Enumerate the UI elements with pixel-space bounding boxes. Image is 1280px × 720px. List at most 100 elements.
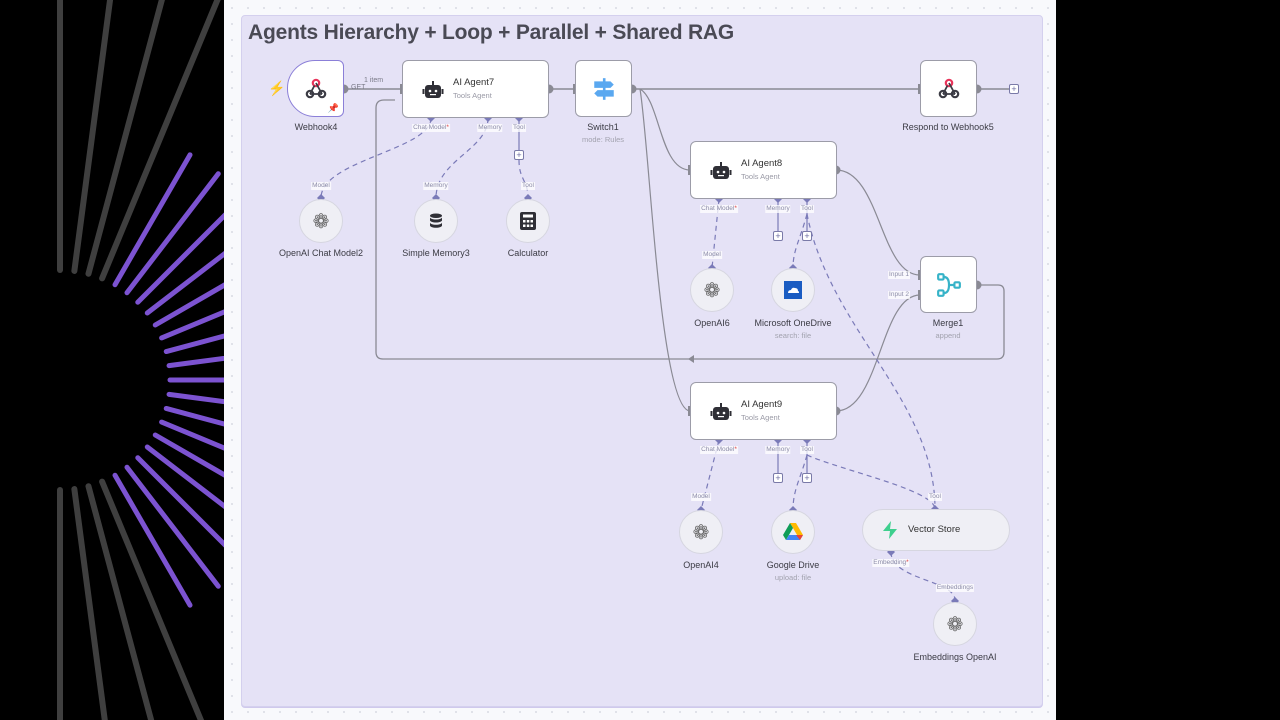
google-drive-node[interactable] (771, 510, 815, 554)
openai4-label: OpenAI4 (683, 560, 719, 570)
agent7-title: AI Agent7 (453, 77, 495, 88)
embeddings-openai-port: Embeddings (935, 584, 975, 592)
agent9-port-tool: Tool (800, 446, 814, 454)
google-drive-operation: upload: file (774, 573, 812, 582)
openai-chat-model2-port: Model (311, 182, 331, 190)
openai-chat-model2-label: OpenAI Chat Model2 (278, 248, 364, 258)
right-black-margin (1056, 0, 1280, 720)
openai-icon: ❁ (692, 521, 710, 544)
agent9-title: AI Agent9 (741, 399, 783, 410)
add-node-after-respond-button[interactable]: + (1009, 84, 1019, 94)
switch1-label: Switch1 (587, 122, 619, 132)
respond-to-webhook5-label: Respond to Webhook5 (902, 122, 994, 132)
calculator-icon (520, 212, 536, 230)
google-drive-label: Google Drive (766, 560, 820, 570)
agent9-port-chat-model: Chat Model* (700, 446, 738, 454)
ai-agent7-node[interactable]: AI Agent7 Tools Agent (402, 60, 549, 118)
google-drive-icon (783, 523, 803, 540)
openai6-port: Model (702, 251, 722, 259)
calculator-label: Calculator (507, 248, 549, 258)
merge1-mode: append (935, 331, 961, 340)
agent7-port-tool: Tool (512, 124, 526, 132)
burst-ray (159, 309, 224, 341)
respond-to-webhook5-node[interactable] (920, 60, 977, 117)
calculator-node[interactable] (506, 199, 550, 243)
onedrive-icon (784, 281, 802, 299)
robot-icon (710, 403, 732, 420)
openai6-node[interactable]: ❁ (690, 268, 734, 312)
burst-ray (144, 444, 224, 509)
merge1-node[interactable] (920, 256, 977, 313)
openai-icon: ❁ (946, 613, 964, 636)
ai-agent9-node[interactable]: AI Agent9 Tools Agent (690, 382, 837, 440)
switch1-node[interactable] (575, 60, 632, 117)
openai-chat-model2-node[interactable]: ❁ (299, 199, 343, 243)
agent7-add-tool-button[interactable]: + (514, 150, 524, 160)
merge-icon (937, 273, 961, 297)
burst-ray (71, 0, 114, 274)
workflow-title: Agents Hierarchy + Loop + Parallel + Sha… (248, 21, 735, 44)
database-icon (430, 213, 442, 228)
burst-ray (163, 333, 224, 355)
decorative-burst-background (0, 0, 224, 720)
burst-ray (124, 464, 221, 589)
burst-ray (71, 486, 108, 720)
robot-icon (422, 81, 444, 98)
burst-ray (144, 251, 224, 316)
burst-ray (135, 212, 224, 305)
vector-store-title: Vector Store (908, 524, 961, 535)
webhook-icon (938, 78, 960, 99)
burst-ray (159, 419, 224, 451)
burst-ray (99, 0, 221, 282)
merge1-label: Merge1 (932, 318, 964, 328)
microsoft-onedrive-node[interactable] (771, 268, 815, 312)
agent9-add-memory-button[interactable]: + (773, 473, 783, 483)
agent7-port-memory: Memory (477, 124, 503, 132)
burst-ray (163, 405, 224, 427)
simple-memory3-node[interactable] (414, 199, 458, 243)
burst-ray (112, 472, 193, 608)
microsoft-onedrive-operation: search: file (774, 331, 812, 340)
embeddings-openai-label: Embeddings OpenAI (913, 652, 997, 662)
burst-ray (124, 171, 221, 296)
agent8-subtitle: Tools Agent (741, 172, 780, 181)
burst-ray (135, 455, 224, 548)
burst-ray (166, 391, 224, 405)
agent9-port-memory: Memory (765, 446, 791, 454)
agent9-add-tool-button[interactable]: + (802, 473, 812, 483)
agent7-port-chat-model: Chat Model* (412, 124, 450, 132)
burst-ray (166, 355, 224, 369)
get-output-label: GET (351, 84, 366, 91)
merge1-input1-label: Input 1 (888, 271, 910, 279)
burst-ray (85, 0, 165, 277)
vector-store-node[interactable]: Vector Store (862, 509, 1010, 551)
agent8-port-memory: Memory (765, 205, 791, 213)
simple-memory3-port: Memory (423, 182, 449, 190)
simple-memory3-label: Simple Memory3 (402, 248, 470, 258)
openai4-node[interactable]: ❁ (679, 510, 723, 554)
webhook-icon (305, 78, 327, 99)
webhook4-label: Webhook4 (294, 122, 338, 132)
burst-ray (152, 282, 224, 328)
embeddings-openai-node[interactable]: ❁ (933, 602, 977, 646)
openai4-port: Model (691, 493, 711, 501)
agent8-add-memory-button[interactable]: + (773, 231, 783, 241)
vector-store-embedding-port: Embedding* (872, 559, 910, 567)
agent7-subtitle: Tools Agent (453, 91, 492, 100)
lightning-icon: ⚡ (268, 80, 286, 96)
burst-ray (85, 483, 155, 720)
sticky-note[interactable] (241, 15, 1043, 707)
openai6-label: OpenAI6 (694, 318, 730, 328)
supabase-icon (883, 521, 897, 539)
burst-ray (152, 432, 224, 478)
ai-agent8-node[interactable]: AI Agent8 Tools Agent (690, 141, 837, 199)
agent9-subtitle: Tools Agent (741, 413, 780, 422)
pin-icon: 📌 (327, 103, 339, 113)
signpost-icon (594, 78, 614, 100)
calculator-port: Tool (521, 182, 535, 190)
burst-ray (112, 152, 193, 288)
agent8-add-tool-button[interactable]: + (802, 231, 812, 241)
burst-graphic (57, 0, 224, 720)
webhook4-node[interactable]: 📌 (287, 60, 344, 117)
merge1-input2-label: Input 2 (888, 291, 910, 299)
